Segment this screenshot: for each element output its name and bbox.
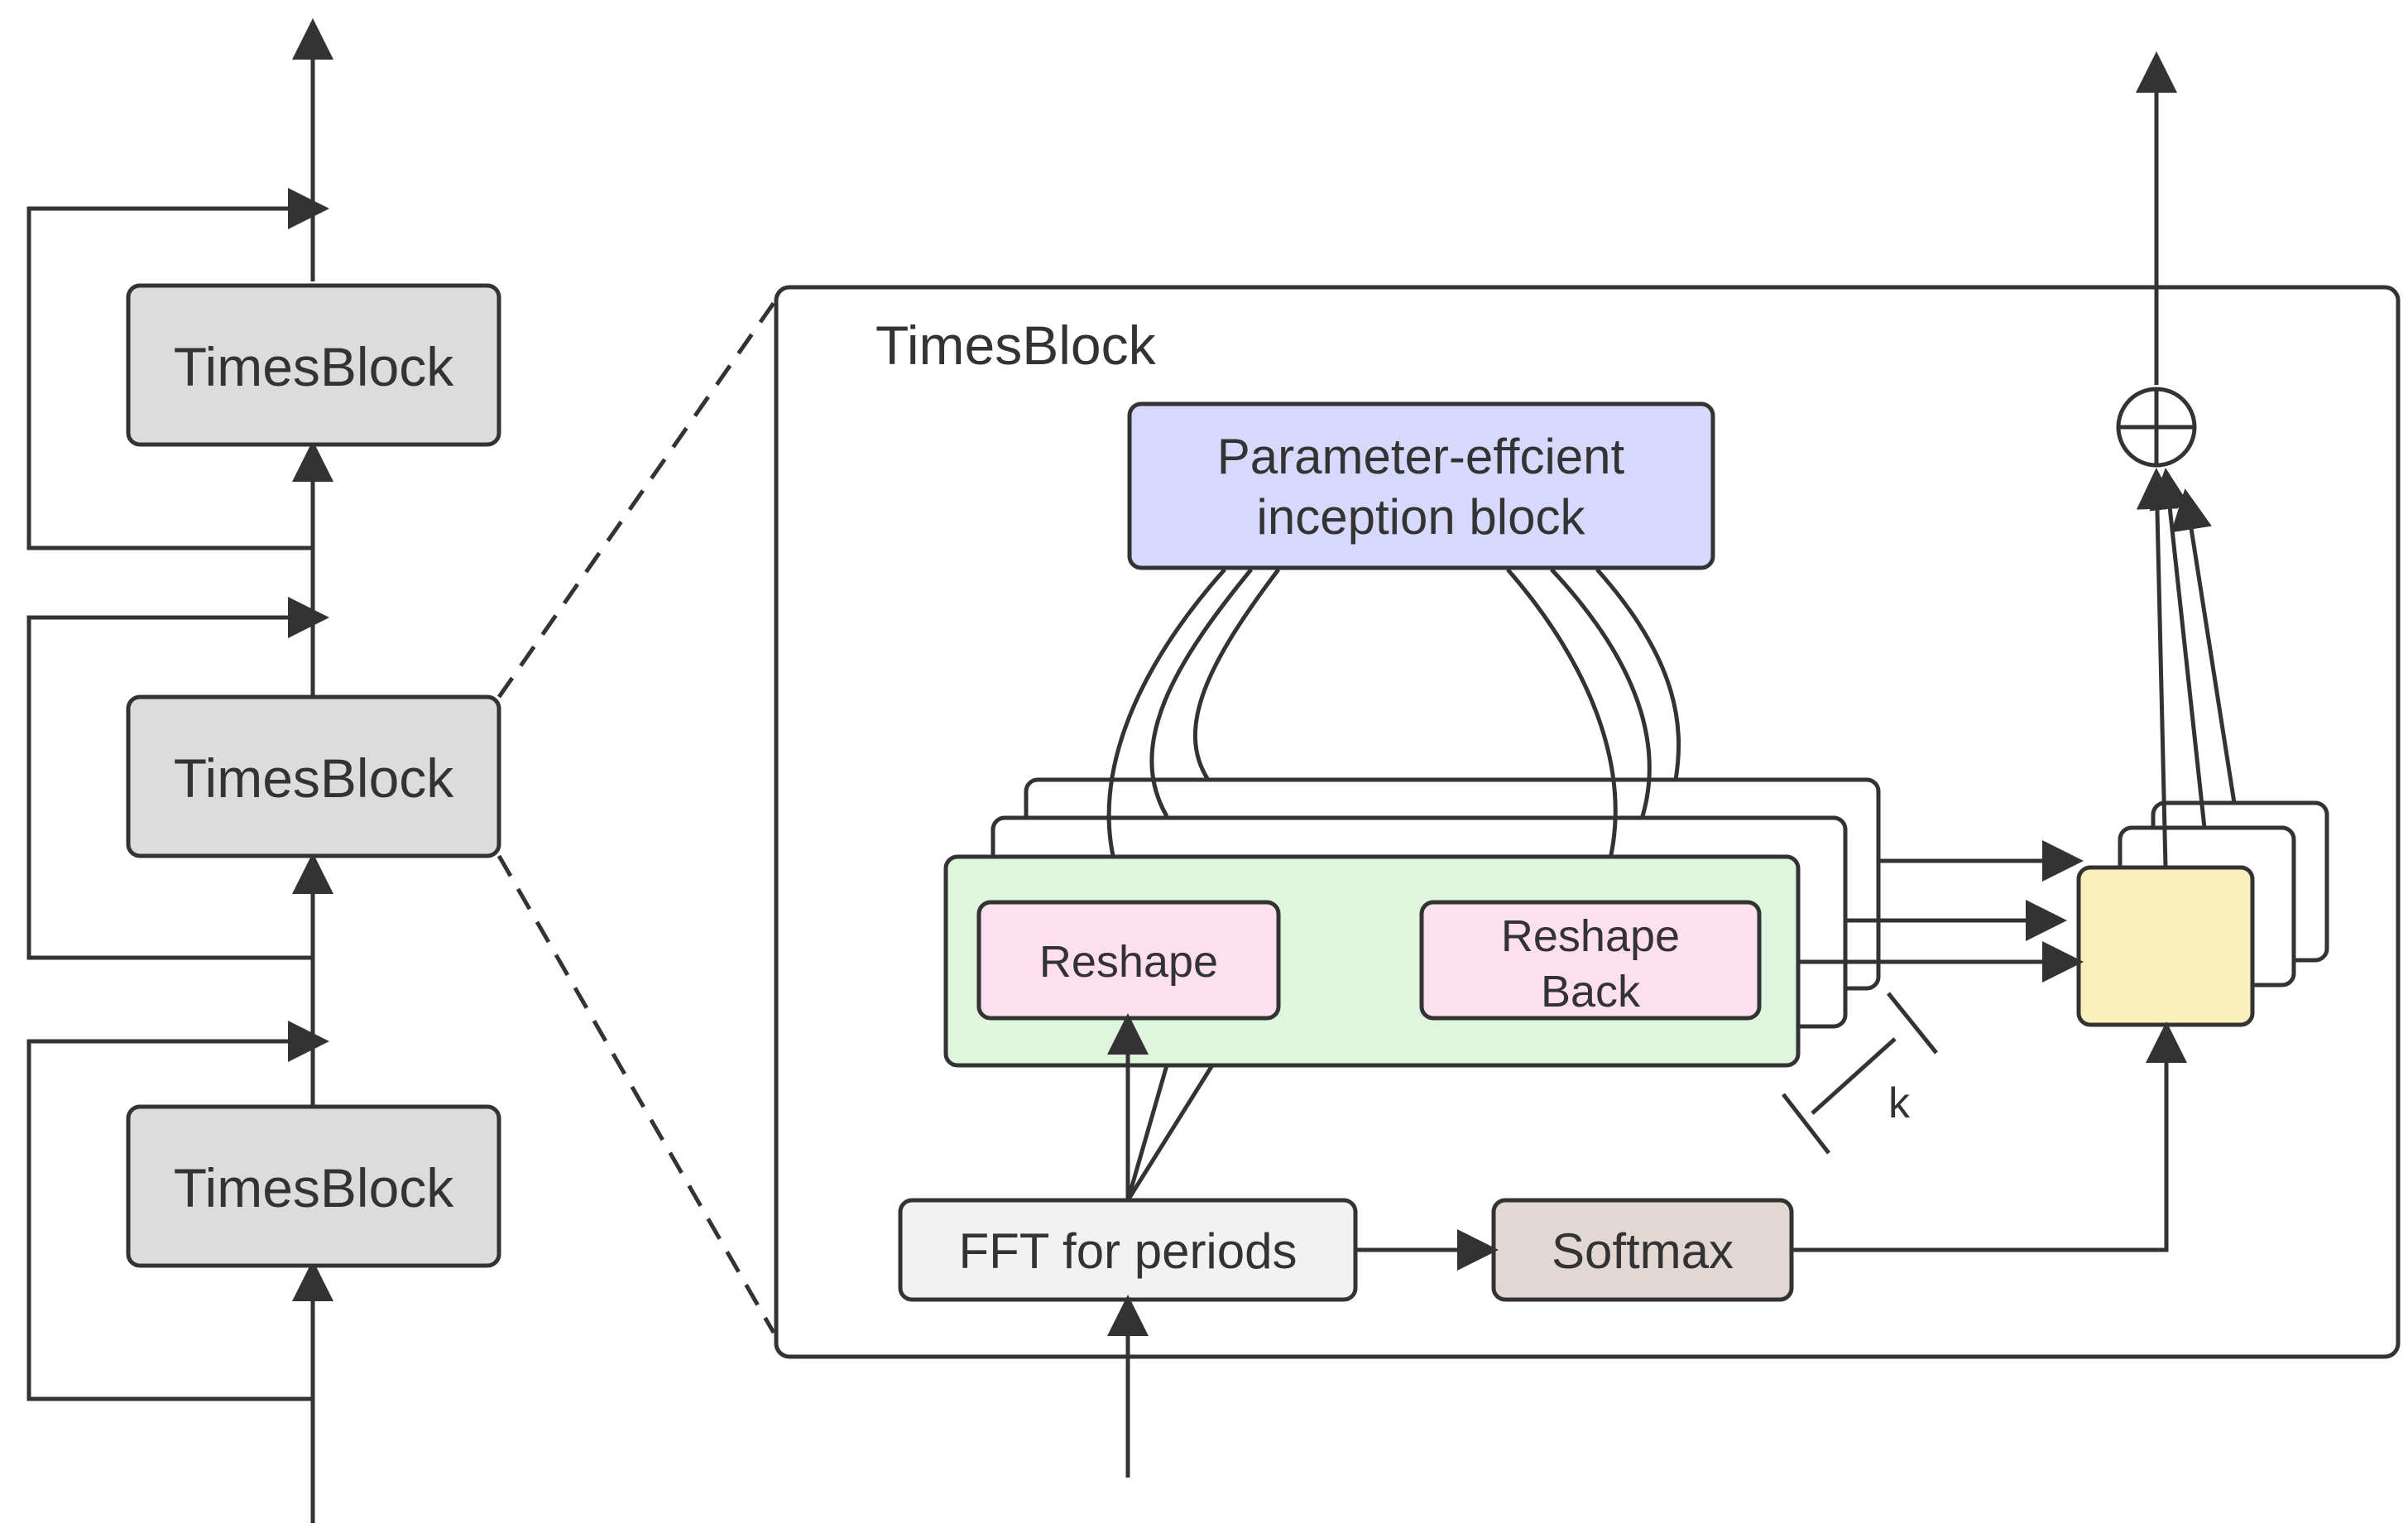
reshape-back-block[interactable]: Reshape Back bbox=[1419, 900, 1762, 1021]
zoom-connectors bbox=[496, 301, 776, 1334]
reshape-label: Reshape bbox=[1039, 937, 1218, 987]
softmax-label: Softmax bbox=[1552, 1223, 1734, 1279]
residual-loop-1 bbox=[26, 1039, 313, 1401]
plus-circle-icon bbox=[2116, 387, 2197, 468]
aggregation-block bbox=[2076, 865, 2255, 1027]
stack-block-bottom[interactable]: TimesBlock bbox=[126, 1104, 501, 1268]
fft-block[interactable]: FFT for periods bbox=[898, 1198, 1358, 1302]
detail-arrows bbox=[1107, 51, 2237, 1478]
residual-loop-3 bbox=[26, 206, 313, 550]
fft-label: FFT for periods bbox=[958, 1223, 1297, 1279]
stack-block-top[interactable]: TimesBlock bbox=[126, 283, 501, 447]
inception-curves bbox=[1106, 568, 1681, 907]
inception-label-line1: Parameter-effcient bbox=[1217, 429, 1625, 484]
aggregation-stack bbox=[2076, 800, 2329, 1027]
inception-label-line2: inception block bbox=[1257, 489, 1586, 545]
detail-title: TimesBlock bbox=[875, 315, 1157, 376]
reshape-back-label-line2: Back bbox=[1541, 967, 1641, 1016]
reshape-back-label-line1: Reshape bbox=[1501, 911, 1680, 961]
k-label: k bbox=[1888, 1079, 1911, 1127]
k-bracket bbox=[1782, 992, 1938, 1155]
softmax-block[interactable]: Softmax bbox=[1491, 1198, 1794, 1302]
timesblock-detail-panel: TimesBlock bbox=[774, 285, 2401, 1359]
reshape-block[interactable]: Reshape bbox=[976, 900, 1281, 1021]
inception-block[interactable]: Parameter-effcient inception block bbox=[1127, 401, 1715, 570]
stack-block-label: TimesBlock bbox=[174, 747, 455, 809]
stack-panel bbox=[26, 18, 333, 1523]
stack-block-label: TimesBlock bbox=[174, 1157, 455, 1218]
stack-block-label: TimesBlock bbox=[174, 336, 455, 397]
stack-block-middle[interactable]: TimesBlock bbox=[126, 694, 501, 858]
residual-loop-2 bbox=[26, 615, 313, 960]
